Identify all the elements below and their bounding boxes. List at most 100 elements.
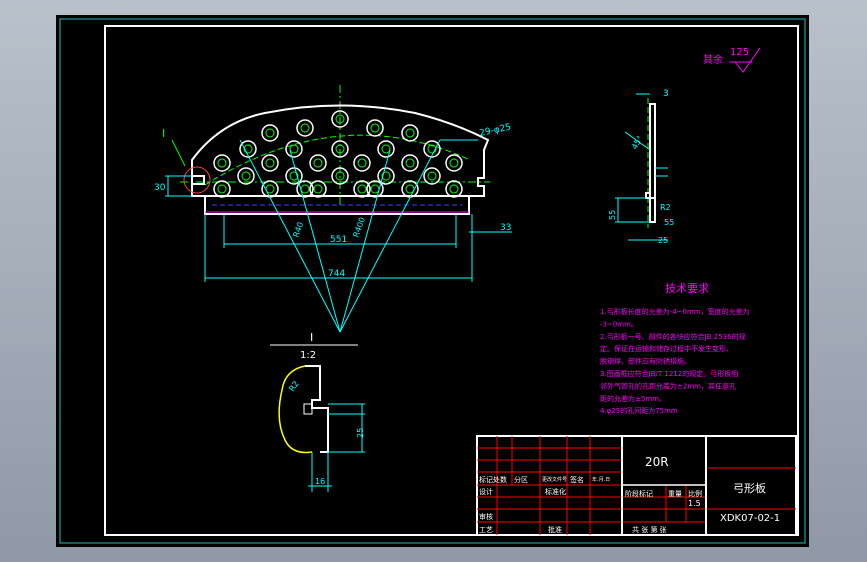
plate-base bbox=[204, 195, 470, 215]
hole-center-mark bbox=[405, 128, 415, 138]
dim-right-offset: 33 bbox=[500, 223, 511, 233]
tech-requirements: 技术要求 1.弓形板长度的允差为-4~0mm，宽度的允差为 -3~0mm。 2.弓… bbox=[600, 282, 750, 415]
hole bbox=[423, 167, 441, 185]
hole bbox=[366, 180, 384, 198]
tech-requirement-line: 4.φ25的孔间距为75mm bbox=[600, 406, 678, 415]
hole bbox=[401, 154, 419, 172]
tb-part-name: 弓形板 bbox=[733, 481, 766, 495]
hole bbox=[445, 180, 463, 198]
tb-row-sign: 签名 bbox=[570, 475, 584, 484]
detail-scale: 1:2 bbox=[300, 350, 316, 361]
hole-center-mark bbox=[381, 171, 391, 181]
hole-center-mark bbox=[357, 184, 367, 194]
hole-center-mark bbox=[449, 184, 459, 194]
tb-scale: 比例 bbox=[688, 489, 702, 498]
dim-total-width: 744 bbox=[328, 269, 345, 279]
tb-row-mark: 标记处数 bbox=[479, 475, 507, 484]
dim-left-height: 30 bbox=[154, 183, 166, 193]
hole-center-mark bbox=[335, 171, 345, 181]
tb-drawing-no: XDK07-02-1 bbox=[720, 513, 780, 524]
side-dim-bottom: 25 bbox=[658, 236, 668, 245]
roughness-symbol: 其余 125 bbox=[703, 47, 761, 73]
hole-center-mark bbox=[370, 123, 380, 133]
hole-center-mark bbox=[300, 123, 310, 133]
tech-title: 技术要求 bbox=[665, 282, 709, 295]
tb-review: 审核 bbox=[479, 512, 493, 521]
hole bbox=[366, 119, 384, 137]
hole bbox=[377, 140, 395, 158]
hole bbox=[285, 140, 303, 158]
tech-requirement-line: 脱钢焊、部件应有防锈措施。 bbox=[600, 357, 691, 366]
detail-dim-bottom: 16 bbox=[315, 477, 325, 486]
hole bbox=[353, 154, 371, 172]
hole-center-mark bbox=[335, 144, 345, 154]
hole bbox=[296, 119, 314, 137]
tb-standardize: 标准化 bbox=[545, 487, 566, 496]
tech-requirement-line: 3.图画框应符合JB/T 1212的规定。弓形板相 bbox=[600, 369, 738, 378]
hole bbox=[331, 110, 349, 128]
title-block: 20R 弓形板 XDK07-02-1 1.5 标记处数 分区 更改文件号 签名 … bbox=[476, 435, 797, 536]
tb-row-zone: 分区 bbox=[514, 475, 528, 484]
hole bbox=[261, 154, 279, 172]
hole bbox=[423, 140, 441, 158]
hole bbox=[401, 124, 419, 142]
tb-stage-mark: 阶段标记 bbox=[625, 489, 653, 498]
tb-row-date: 年.月.日 bbox=[592, 476, 610, 483]
side-dim-radius: R2 bbox=[660, 203, 671, 212]
tb-scale-value: 1.5 bbox=[688, 499, 701, 508]
side-dim-height: 55 bbox=[608, 210, 617, 220]
tech-requirement-line: 邻外气管孔的孔距允差为±2mm，其任意孔 bbox=[600, 381, 736, 390]
hole-center-mark bbox=[405, 158, 415, 168]
hole bbox=[445, 154, 463, 172]
roughness-label: 其余 bbox=[703, 53, 723, 66]
tb-material: 20R bbox=[645, 455, 669, 469]
hole-center-mark bbox=[313, 184, 323, 194]
tb-row-change: 更改文件号 bbox=[542, 476, 567, 483]
dim-base-width: 551 bbox=[330, 235, 347, 245]
tb-sheets: 共 张 第 张 bbox=[632, 525, 667, 534]
tb-design: 设计 bbox=[479, 487, 493, 496]
tech-requirement-line: 2.弓形板一号、部件的各块应符合JB 2536的规 bbox=[600, 332, 746, 341]
paper-background bbox=[56, 15, 809, 547]
detail-dim-height: 25 bbox=[356, 428, 365, 438]
detail-profile bbox=[278, 365, 313, 454]
hole bbox=[377, 167, 395, 185]
tech-requirement-line: 定。保证在运输和储存过程中不发生变形、 bbox=[600, 344, 733, 353]
inner-border bbox=[104, 25, 799, 536]
hole bbox=[285, 167, 303, 185]
hole-center-mark bbox=[243, 144, 253, 154]
hole-center-mark bbox=[449, 158, 459, 168]
hole bbox=[309, 180, 327, 198]
hole bbox=[261, 124, 279, 142]
tb-process: 工艺 bbox=[479, 526, 493, 534]
hole bbox=[213, 180, 231, 198]
side-dim-right: 55 bbox=[664, 218, 674, 227]
hole-center-mark bbox=[357, 158, 367, 168]
hole bbox=[296, 180, 314, 198]
hole-center-mark bbox=[427, 144, 437, 154]
hole bbox=[331, 140, 349, 158]
tb-weight: 重量 bbox=[668, 490, 682, 498]
tech-requirement-line: 距的允差为±5mm。 bbox=[600, 394, 666, 403]
section-marker: I bbox=[162, 127, 165, 140]
hole bbox=[237, 167, 255, 185]
tech-requirement-line: 1.弓形板长度的允差为-4~0mm，宽度的允差为 bbox=[600, 307, 750, 316]
hole-center-mark bbox=[265, 158, 275, 168]
roughness-value: 125 bbox=[730, 47, 749, 58]
plate-outline bbox=[191, 104, 490, 197]
hole-center-mark bbox=[313, 158, 323, 168]
hole-center-mark bbox=[335, 114, 345, 124]
hole-center-mark bbox=[289, 144, 299, 154]
hole-center-mark bbox=[217, 184, 227, 194]
hole bbox=[331, 167, 349, 185]
detail-label: I bbox=[310, 331, 313, 344]
hole bbox=[239, 140, 257, 158]
tech-requirement-line: -3~0mm。 bbox=[600, 320, 638, 328]
hole-center-mark bbox=[217, 158, 227, 168]
tb-approve: 批准 bbox=[548, 525, 562, 534]
hole-center-mark bbox=[289, 171, 299, 181]
hole-center-mark bbox=[241, 171, 251, 181]
cyan-outer-frame bbox=[59, 18, 806, 544]
